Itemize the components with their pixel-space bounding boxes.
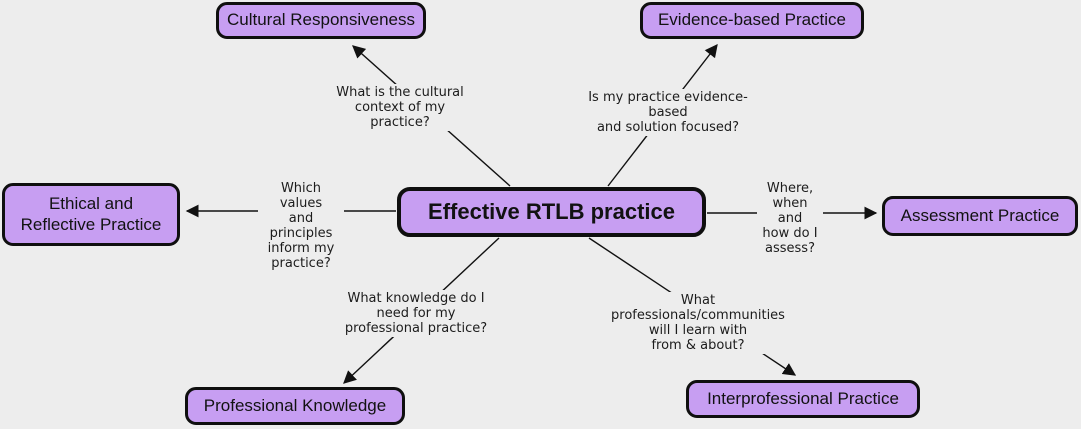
question-interprofessional-practice: What professionals/communities will I le… — [598, 292, 798, 354]
node-professional-knowledge: Professional Knowledge — [185, 387, 405, 425]
node-assessment-practice: Assessment Practice — [882, 196, 1078, 236]
node-interprofessional-practice: Interprofessional Practice — [686, 380, 920, 418]
question-ethical-reflective-practice: Which values and principles inform my pr… — [258, 180, 344, 272]
node-ethical-reflective-practice: Ethical and Reflective Practice — [2, 183, 180, 246]
question-cultural-responsiveness: What is the cultural context of my pract… — [330, 84, 470, 131]
question-evidence-based-practice: Is my practice evidence-based and soluti… — [572, 89, 764, 136]
node-cultural-responsiveness: Cultural Responsiveness — [216, 2, 426, 39]
question-professional-knowledge: What knowledge do I need for my professi… — [340, 290, 492, 337]
question-assessment-practice: Where, when and how do I assess? — [757, 180, 823, 257]
node-effective-rtlb-practice: Effective RTLB practice — [397, 187, 706, 237]
node-evidence-based-practice: Evidence-based Practice — [640, 2, 864, 39]
